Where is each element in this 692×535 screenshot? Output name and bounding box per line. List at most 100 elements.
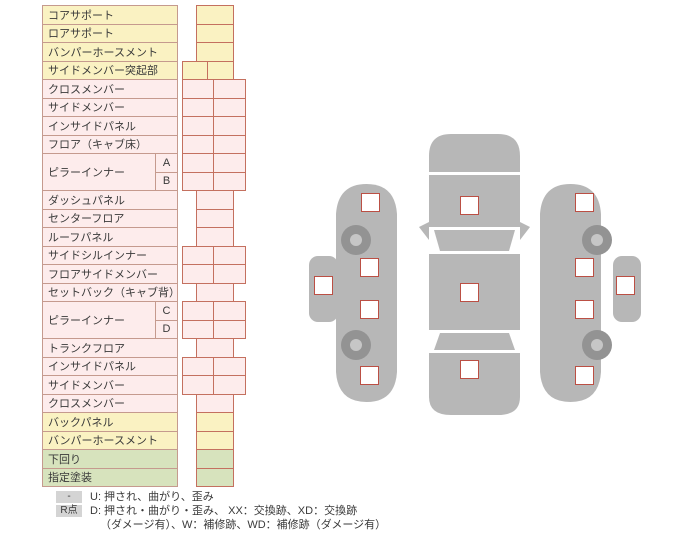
table-row: サイドメンバー突起部 xyxy=(42,60,248,80)
damage-cell-right[interactable] xyxy=(213,375,246,395)
damage-cell-right[interactable] xyxy=(213,153,246,173)
damage-cell-left[interactable] xyxy=(182,116,214,136)
marker-right-rear-fender[interactable] xyxy=(575,366,594,385)
damage-cell-right[interactable] xyxy=(213,79,246,99)
part-label: ルーフパネル xyxy=(42,227,178,247)
table-row: サイドメンバー xyxy=(42,97,248,117)
damage-cell-left[interactable] xyxy=(182,79,214,99)
damage-cell[interactable] xyxy=(196,449,234,469)
left-mirror-icon xyxy=(419,222,429,240)
legend-text: D: 押され・曲がり・歪み、 XX：交換跡、XD：交換跡 xyxy=(90,505,358,517)
damage-cell-left[interactable] xyxy=(182,356,214,376)
damage-cell-right[interactable] xyxy=(213,356,246,376)
table-row: 下回り xyxy=(42,449,248,469)
marker-right-door-upper[interactable] xyxy=(575,258,594,277)
part-label: クロスメンバー xyxy=(42,393,178,413)
part-label: クロスメンバー xyxy=(42,79,178,99)
part-label: ピラーインナー xyxy=(42,301,156,339)
damage-cell-right[interactable] xyxy=(207,60,234,80)
part-label: ロアサポート xyxy=(42,23,178,43)
damage-cell[interactable] xyxy=(196,208,234,228)
marker-left-door-lower[interactable] xyxy=(360,300,379,319)
marker-right-roof-side[interactable] xyxy=(616,276,635,295)
damage-cell-right[interactable] xyxy=(213,245,246,265)
damage-cell-left[interactable] xyxy=(182,319,214,339)
legend-row: R点 D: 押され・曲がり・歪み、 XX：交換跡、XD：交換跡 xyxy=(56,505,386,518)
legend-text: U: 押され、曲がり、歪み xyxy=(90,491,214,503)
damage-cell-right[interactable] xyxy=(213,134,246,154)
damage-cell[interactable] xyxy=(196,393,234,413)
table-row-group-pillar-ab: ピラーインナー A B xyxy=(42,153,248,191)
damage-cell-left[interactable] xyxy=(182,171,214,191)
damage-cell[interactable] xyxy=(196,42,234,62)
damage-cell-left[interactable] xyxy=(182,301,214,321)
marker-left-front-fender[interactable] xyxy=(361,193,380,212)
damage-cell-left[interactable] xyxy=(182,153,214,173)
front-bumper-shape xyxy=(429,134,520,172)
legend-mark-none: - xyxy=(56,491,82,503)
damage-cell-right[interactable] xyxy=(213,97,246,117)
trunk-shape xyxy=(429,353,520,415)
pillar-section-label: A xyxy=(155,153,178,173)
damage-cell[interactable] xyxy=(196,412,234,432)
damage-cell[interactable] xyxy=(196,430,234,450)
table-row: トランクフロア xyxy=(42,338,248,358)
table-row: センターフロア xyxy=(42,208,248,228)
top-view xyxy=(419,134,530,415)
table-row: セットバック（キャブ背） xyxy=(42,282,248,302)
right-wheels xyxy=(582,225,612,360)
part-label: サイドメンバー xyxy=(42,97,178,117)
table-row: 指定塗装 xyxy=(42,467,248,487)
marker-hood[interactable] xyxy=(460,196,479,215)
part-label: バンパーホースメント xyxy=(42,42,178,62)
part-label: トランクフロア xyxy=(42,338,178,358)
part-label: センターフロア xyxy=(42,208,178,228)
marker-right-door-lower[interactable] xyxy=(575,300,594,319)
damage-cell-left[interactable] xyxy=(182,134,214,154)
marker-roof[interactable] xyxy=(460,283,479,302)
table-row: ダッシュパネル xyxy=(42,190,248,210)
table-row: バックパネル xyxy=(42,412,248,432)
table-row: コアサポート xyxy=(42,5,248,25)
damage-cell[interactable] xyxy=(196,5,234,25)
legend-row: （ダメージ有）、W：補修跡、WD：補修跡（ダメージ有） xyxy=(56,519,386,532)
table-row: フロアサイドメンバー xyxy=(42,264,248,284)
marker-trunk[interactable] xyxy=(460,360,479,379)
windshield-shape xyxy=(434,230,515,251)
table-row: サイドメンバー xyxy=(42,375,248,395)
part-label: サイドメンバー突起部 xyxy=(42,60,178,80)
damage-cell[interactable] xyxy=(196,282,234,302)
damage-cell[interactable] xyxy=(196,190,234,210)
damage-cell-left[interactable] xyxy=(182,60,208,80)
part-label: フロア（キャブ床） xyxy=(42,134,178,154)
damage-cell-left[interactable] xyxy=(182,97,214,117)
part-label: バックパネル xyxy=(42,412,178,432)
table-row: ルーフパネル xyxy=(42,227,248,247)
table-row: サイドシルインナー xyxy=(42,245,248,265)
damage-cell-left[interactable] xyxy=(182,264,214,284)
damage-cell[interactable] xyxy=(196,23,234,43)
frame-parts-table: コアサポート ロアサポート バンパーホースメント サイドメンバー突起部 クロスメ… xyxy=(42,5,248,487)
damage-cell-right[interactable] xyxy=(213,264,246,284)
table-row: ロアサポート xyxy=(42,23,248,43)
part-label: サイドシルインナー xyxy=(42,245,178,265)
damage-cell-left[interactable] xyxy=(182,245,214,265)
pillar-section-label: D xyxy=(155,319,178,339)
table-row: クロスメンバー xyxy=(42,393,248,413)
marker-right-front-fender[interactable] xyxy=(575,193,594,212)
damage-cell-right[interactable] xyxy=(213,171,246,191)
part-label: 指定塗装 xyxy=(42,467,178,487)
damage-cell[interactable] xyxy=(196,467,234,487)
damage-cell-right[interactable] xyxy=(213,116,246,136)
damage-cell[interactable] xyxy=(196,338,234,358)
table-row: バンパーホースメント xyxy=(42,430,248,450)
marker-left-roof-side[interactable] xyxy=(314,276,333,295)
part-label: コアサポート xyxy=(42,5,178,25)
damage-cell-left[interactable] xyxy=(182,375,214,395)
damage-cell-right[interactable] xyxy=(213,319,246,339)
marker-left-rear-fender[interactable] xyxy=(360,366,379,385)
damage-cell[interactable] xyxy=(196,227,234,247)
damage-cell-right[interactable] xyxy=(213,301,246,321)
marker-left-door-upper[interactable] xyxy=(360,258,379,277)
